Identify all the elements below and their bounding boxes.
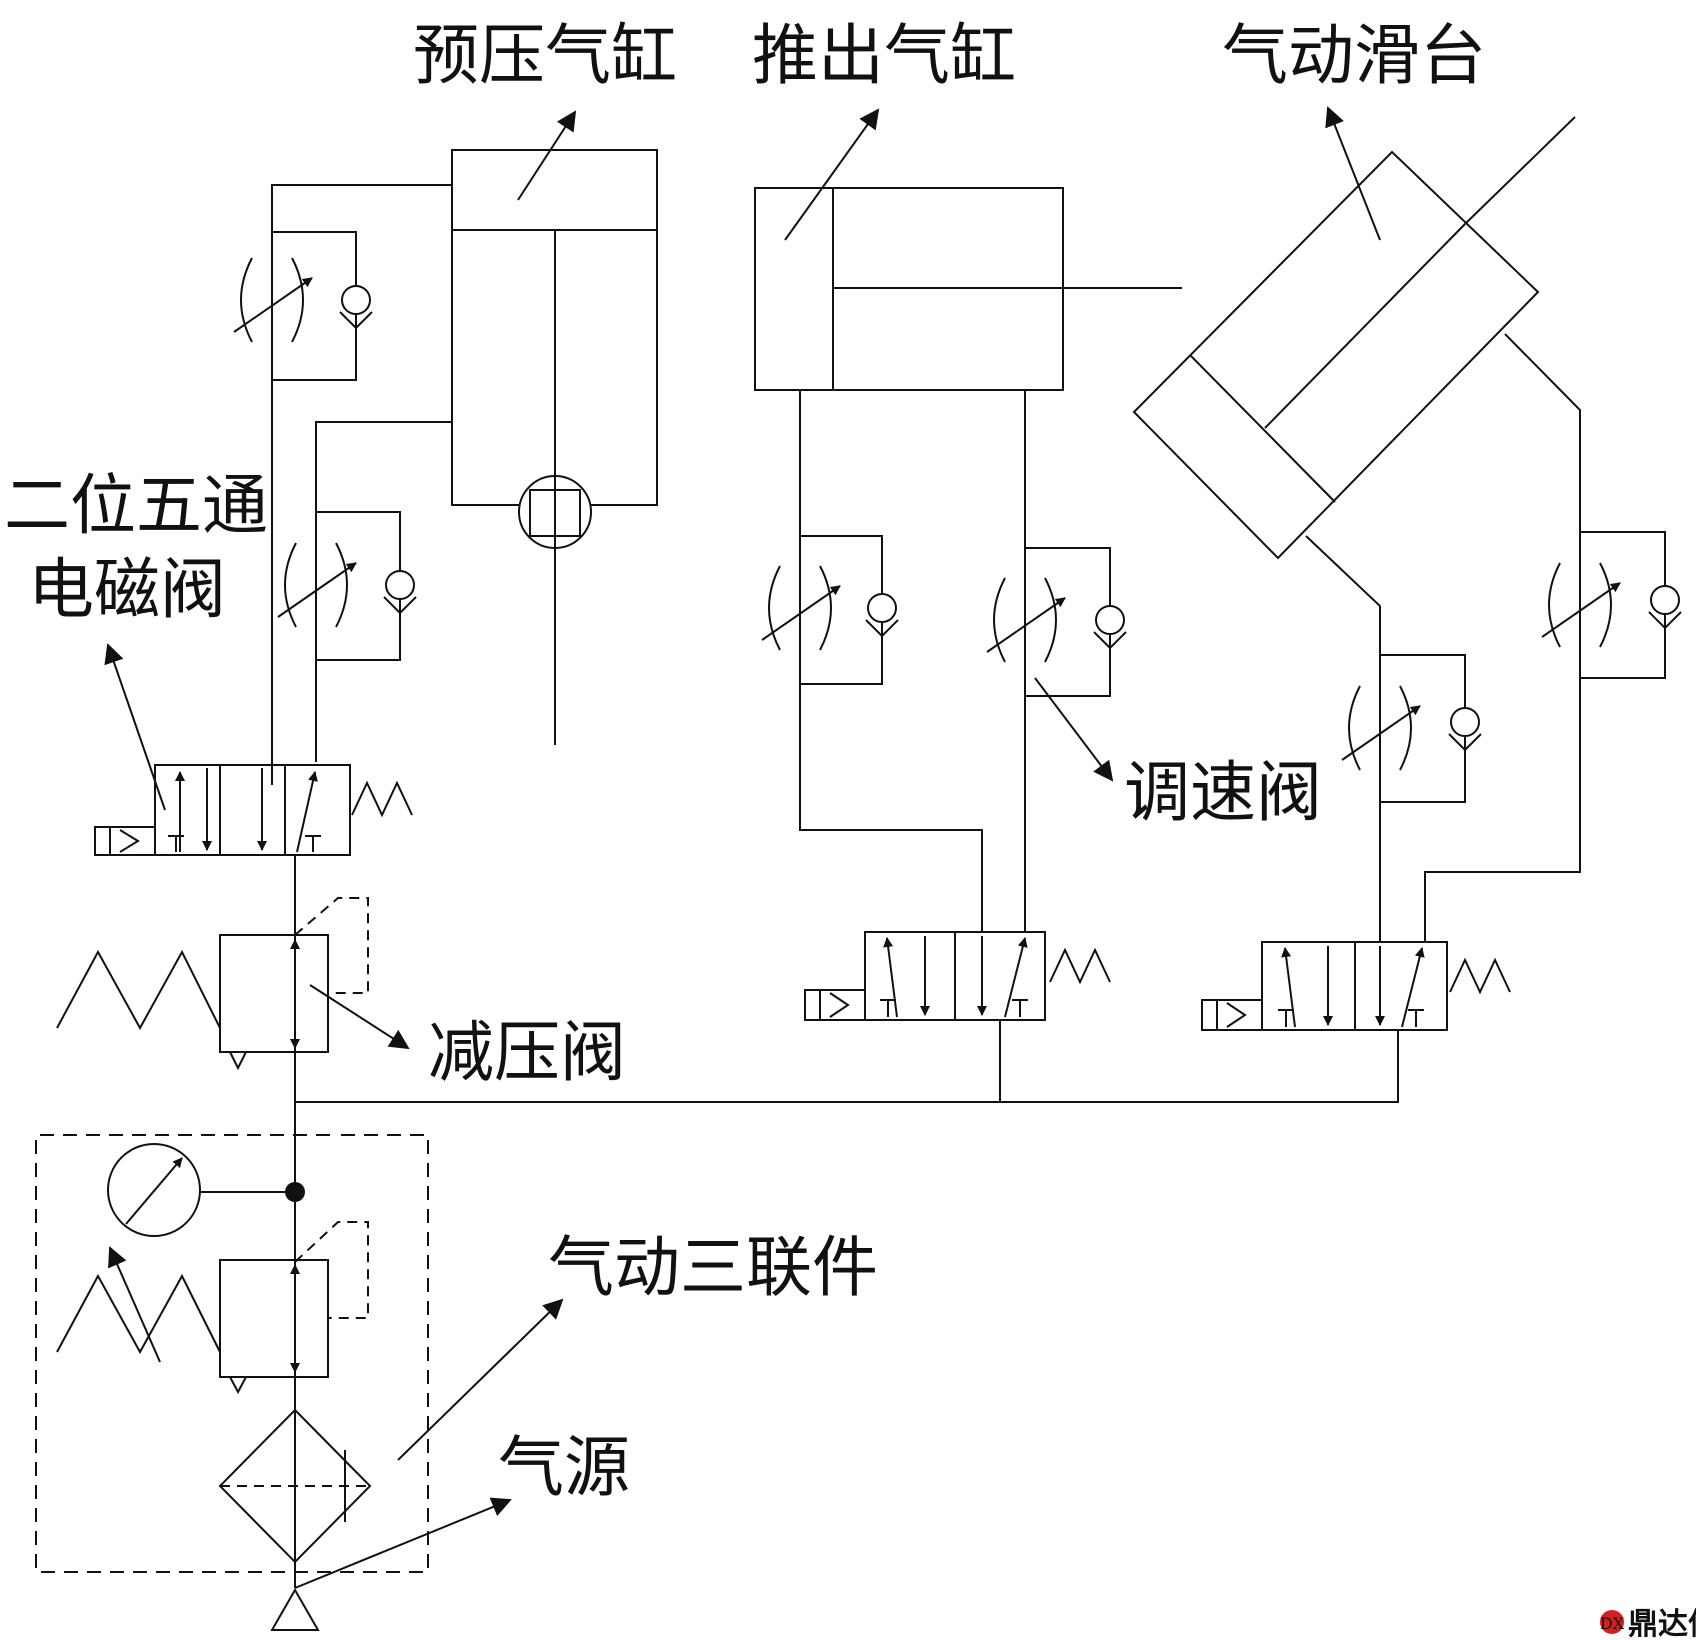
air-source-label: 气源 [498,1429,630,1506]
speed-control-valve-5 [1342,654,1482,803]
pressure-reducing-valve-label: 减压阀 [428,1014,626,1091]
frl-unit-label: 气动三联件 [548,1229,878,1306]
svg-text:DX: DX [1600,1614,1625,1633]
frl-unit [35,1134,429,1573]
solenoid-valve-2 [804,931,1111,1021]
supply-lines [294,855,1399,1588]
pressure-reducing-valve [56,897,369,1071]
precompress-cylinder [451,149,658,745]
precompress-cylinder-label: 预压气缸 [413,17,677,94]
speed-control-valve-3 [762,535,899,685]
air-source-symbol [270,1587,320,1631]
push-lines [799,390,1026,932]
speed-control-valve-label: 调速阀 [1124,754,1322,831]
speed-control-valve-4 [987,547,1127,697]
speed-control-valve-6 [1542,531,1682,679]
solenoid-valve-label-line2: 电磁阀 [28,551,226,628]
solenoid-valve-3 [1201,941,1511,1031]
watermark-logo: DX 鼎达信 [1600,1607,1696,1640]
push-cylinder-label: 推出气缸 [752,17,1016,94]
solenoid-valve-label-line1: 二位五通 [4,467,268,544]
pneumatic-slide [1132,116,1576,560]
speed-control-valve-1 [234,231,373,381]
precompress-lines [271,184,452,785]
speed-control-valve-2 [278,511,417,661]
push-cylinder [754,187,1182,391]
pneumatic-slide-label: 气动滑台 [1222,17,1486,94]
slide-lines [1305,333,1581,942]
solenoid-valve-1 [94,764,413,856]
watermark-text: 鼎达信 [1628,1607,1696,1640]
